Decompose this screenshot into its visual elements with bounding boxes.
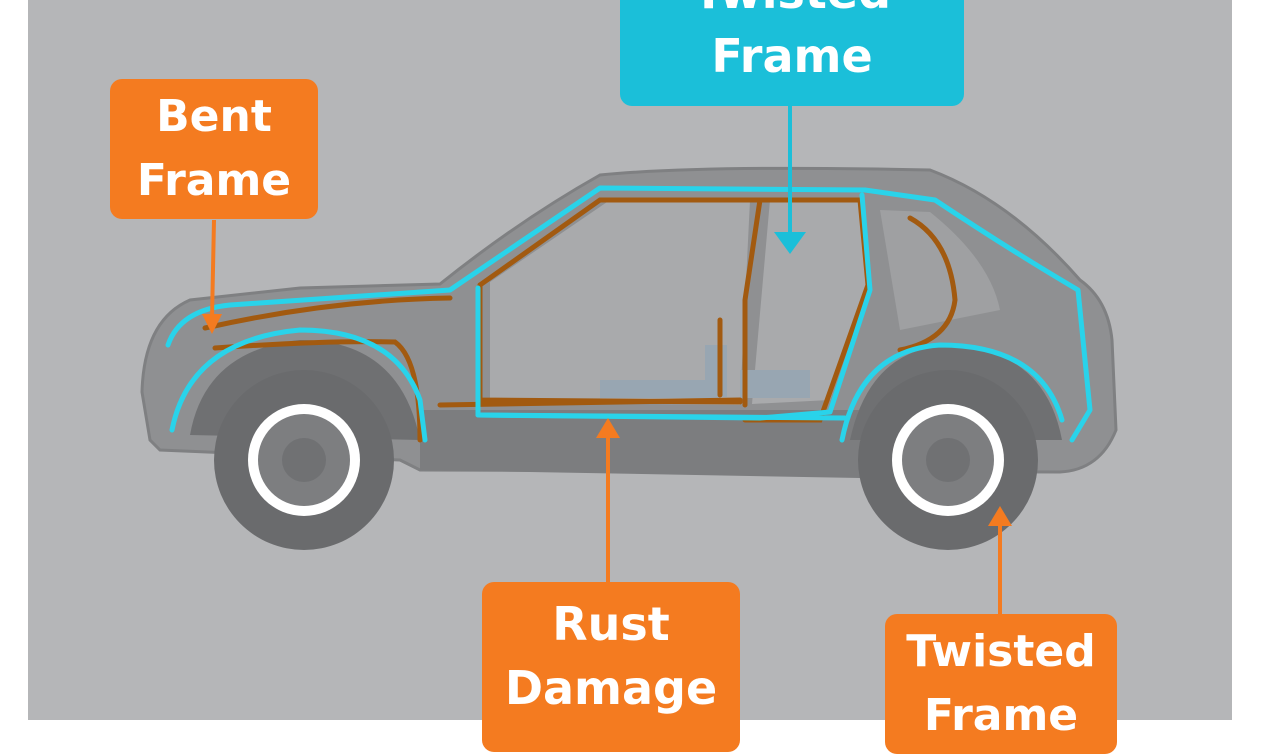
front-window bbox=[490, 200, 750, 405]
twisted-frame-bottom-callout: Twisted Frame bbox=[885, 614, 1117, 754]
seat-back bbox=[705, 345, 727, 397]
twisted-frame-bottom-line1: Twisted bbox=[906, 626, 1096, 677]
rear-window bbox=[752, 198, 868, 404]
front-wheel bbox=[214, 370, 394, 550]
twisted-frame-bottom-arrow bbox=[988, 506, 1012, 614]
bent-frame-line1: Bent bbox=[156, 91, 272, 142]
twisted-frame-top-arrow bbox=[774, 106, 806, 254]
rust-damage-arrow bbox=[596, 418, 620, 582]
bent-frame-arrow bbox=[202, 219, 222, 334]
twisted-frame-top-callout: Twisted Frame bbox=[620, 0, 964, 106]
frame-outline bbox=[165, 185, 1093, 443]
rear-wheel bbox=[858, 370, 1038, 550]
bent-frame-callout: Bent Frame bbox=[110, 79, 318, 219]
rear-seat bbox=[740, 370, 810, 398]
rear-quarter-window bbox=[880, 210, 1000, 330]
bent-frame-line2: Frame bbox=[136, 155, 292, 206]
rust-damage-callout: Rust Damage bbox=[482, 582, 740, 752]
twisted-frame-bottom-line2: Frame bbox=[923, 690, 1079, 741]
rust-damage-line2: Damage bbox=[504, 661, 718, 715]
twisted-frame-top-line1: Twisted bbox=[693, 0, 891, 24]
twisted-frame-top-line2: Frame bbox=[711, 29, 873, 83]
rust-damage-line1: Rust bbox=[552, 597, 670, 651]
front-seat bbox=[600, 380, 720, 398]
car-frame-diagram bbox=[140, 106, 1118, 614]
rocker-panel bbox=[420, 410, 860, 478]
